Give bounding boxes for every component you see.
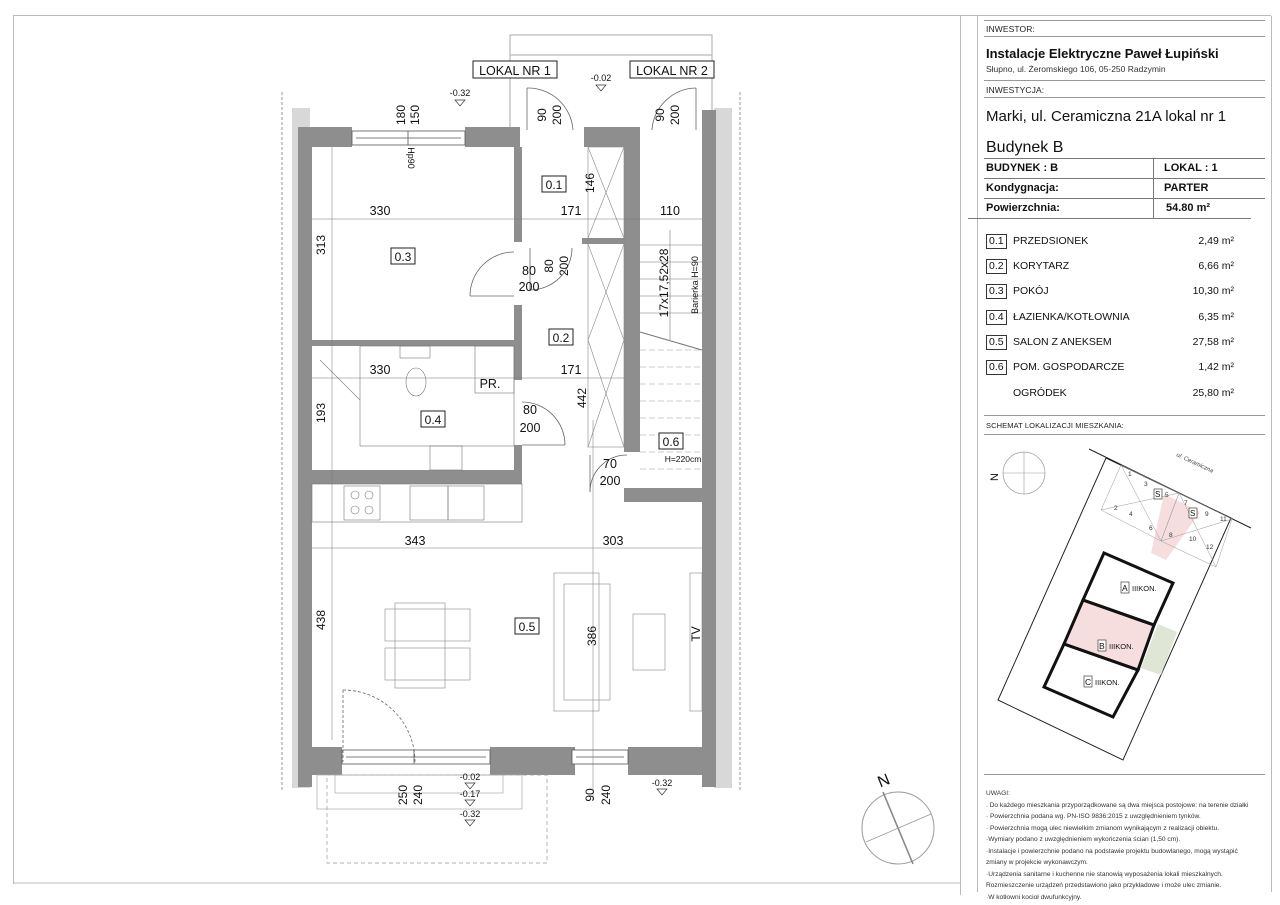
- svg-text:-0.02: -0.02: [591, 73, 612, 83]
- svg-text:303: 303: [603, 534, 624, 548]
- svg-text:150: 150: [408, 105, 422, 125]
- svg-text:70: 70: [603, 457, 617, 471]
- svg-text:S: S: [1190, 509, 1195, 518]
- svg-text:N: N: [989, 473, 1001, 481]
- svg-text:110: 110: [660, 204, 680, 218]
- info-row-area: Powierzchnia: 54.80 m²: [986, 202, 1211, 214]
- svg-text:PR.: PR.: [480, 377, 501, 391]
- room-row: 0.4 ŁAZIENKA/KOTŁOWNIA 6,35 m²: [986, 310, 1256, 326]
- svg-text:B: B: [1099, 641, 1105, 651]
- svg-text:7: 7: [1184, 500, 1188, 507]
- svg-text:200: 200: [519, 280, 540, 294]
- svg-text:5: 5: [1165, 492, 1169, 499]
- svg-text:TV: TV: [689, 626, 703, 641]
- svg-text:200: 200: [520, 421, 541, 435]
- panel-separator: [960, 15, 961, 895]
- svg-text:9: 9: [1205, 511, 1209, 518]
- svg-text:4: 4: [1129, 511, 1133, 518]
- svg-text:330: 330: [370, 363, 391, 377]
- svg-text:171: 171: [561, 363, 582, 377]
- investment-label: INWESTYCJA:: [986, 85, 1045, 95]
- notes: UWAGI: . Do każdego mieszkania przyporzą…: [986, 790, 1249, 901]
- drawing-frame: [13, 15, 1271, 884]
- svg-text:200: 200: [557, 256, 571, 276]
- svg-text:250: 250: [396, 785, 410, 805]
- svg-text:313: 313: [314, 235, 328, 255]
- svg-text:C: C: [1085, 677, 1091, 687]
- unit-label-1: LOKAL NR 1: [479, 64, 551, 78]
- investor-name: Instalacje Elektryczne Paweł Łupiński: [986, 46, 1219, 61]
- svg-text:146: 146: [583, 173, 597, 193]
- room-row: 0.5 SALON Z ANEKSEM 27,58 m²: [986, 335, 1256, 351]
- building-title: Budynek B: [986, 139, 1064, 156]
- svg-text:10: 10: [1189, 536, 1197, 543]
- svg-text:17x17,52x28: 17x17,52x28: [657, 248, 671, 317]
- svg-text:S: S: [1155, 490, 1160, 499]
- svg-text:180: 180: [394, 105, 408, 125]
- north-compass-icon: N: [861, 771, 935, 865]
- info-row-floor: Kondygnacja: PARTER: [986, 182, 1209, 194]
- info-row-building: BUDYNEK : B LOKAL : 1: [986, 162, 1218, 174]
- svg-text:438: 438: [314, 610, 328, 630]
- svg-text:200: 200: [600, 474, 621, 488]
- room-tag-0-4: 0.4: [425, 413, 442, 427]
- room-tag-0-2: 0.2: [553, 331, 570, 345]
- svg-text:Barierka H=90: Barierka H=90: [690, 256, 700, 314]
- compass-icon: N: [989, 451, 1046, 495]
- unit-label-2: LOKAL NR 2: [636, 64, 708, 78]
- svg-text:6: 6: [1149, 525, 1153, 532]
- investor-address: Słupno, ul. Żeromskiego 106, 05-250 Radz…: [986, 64, 1166, 74]
- svg-text:386: 386: [585, 626, 599, 646]
- svg-text:Hp90: Hp90: [406, 147, 416, 169]
- svg-text:442: 442: [575, 388, 589, 408]
- schema-label: SCHEMAT LOKALIZACJI MIESZKANIA:: [986, 421, 1124, 430]
- svg-text:ul. Ceramiczna: ul. Ceramiczna: [1175, 452, 1214, 475]
- room-row: 0.6 POM. GOSPODARCZE 1,42 m²: [986, 360, 1256, 376]
- svg-text:80: 80: [523, 403, 537, 417]
- svg-text:200: 200: [550, 105, 564, 125]
- site-schema: N 1 2 3 4 5 6 7 8 9 10 11 12 S: [989, 448, 1252, 761]
- room-row: 0.2 KORYTARZ 6,66 m²: [986, 259, 1256, 275]
- svg-text:-0.32: -0.32: [460, 809, 481, 819]
- svg-text:80: 80: [542, 259, 556, 273]
- svg-text:H=220cm: H=220cm: [665, 454, 702, 464]
- svg-text:-0.02: -0.02: [460, 772, 481, 782]
- svg-text:-0.32: -0.32: [652, 778, 673, 788]
- svg-text:90: 90: [653, 108, 667, 122]
- svg-text:171: 171: [561, 204, 582, 218]
- svg-text:12: 12: [1206, 544, 1214, 551]
- svg-text:1: 1: [1128, 471, 1132, 478]
- svg-text:N: N: [875, 771, 892, 791]
- svg-text:-0.17: -0.17: [460, 789, 481, 799]
- svg-text:200: 200: [668, 105, 682, 125]
- room-tag-0-5: 0.5: [519, 620, 536, 634]
- floor-plan: LOKAL NR 1 LOKAL NR 2 330 171 110 330 17…: [13, 34, 960, 884]
- room-tag-0-3: 0.3: [395, 250, 412, 264]
- svg-text:IIIKON.: IIIKON.: [1132, 584, 1157, 593]
- room-row: 0.1 PRZEDSIONEK 2,49 m²: [986, 234, 1256, 250]
- svg-text:80: 80: [522, 264, 536, 278]
- svg-text:330: 330: [370, 204, 391, 218]
- svg-text:240: 240: [411, 785, 425, 805]
- room-row: 0.3 POKÓJ 10,30 m²: [986, 284, 1256, 300]
- room-row-garden: OGRÓDEK 25,80 m²: [1013, 387, 1234, 399]
- title-block: INWESTOR: Instalacje Elektryczne Paweł Ł…: [968, 16, 1272, 901]
- investment-title: Marki, ul. Ceramiczna 21A lokal nr 1: [986, 108, 1227, 125]
- investor-label: INWESTOR:: [986, 24, 1035, 34]
- svg-text:IIIKON.: IIIKON.: [1095, 678, 1120, 687]
- svg-text:8: 8: [1169, 532, 1173, 539]
- svg-text:11: 11: [1220, 516, 1227, 523]
- svg-text:-0.32: -0.32: [450, 88, 471, 98]
- svg-text:90: 90: [583, 788, 597, 802]
- svg-text:240: 240: [599, 785, 613, 805]
- room-tag-0-6: 0.6: [663, 435, 680, 449]
- svg-text:3: 3: [1144, 481, 1148, 488]
- svg-text:IIIKON.: IIIKON.: [1109, 642, 1134, 651]
- svg-text:A: A: [1122, 583, 1128, 593]
- svg-text:343: 343: [405, 534, 426, 548]
- svg-text:193: 193: [314, 403, 328, 423]
- room-tag-0-1: 0.1: [546, 178, 563, 192]
- svg-text:2: 2: [1114, 505, 1118, 512]
- svg-text:90: 90: [535, 108, 549, 122]
